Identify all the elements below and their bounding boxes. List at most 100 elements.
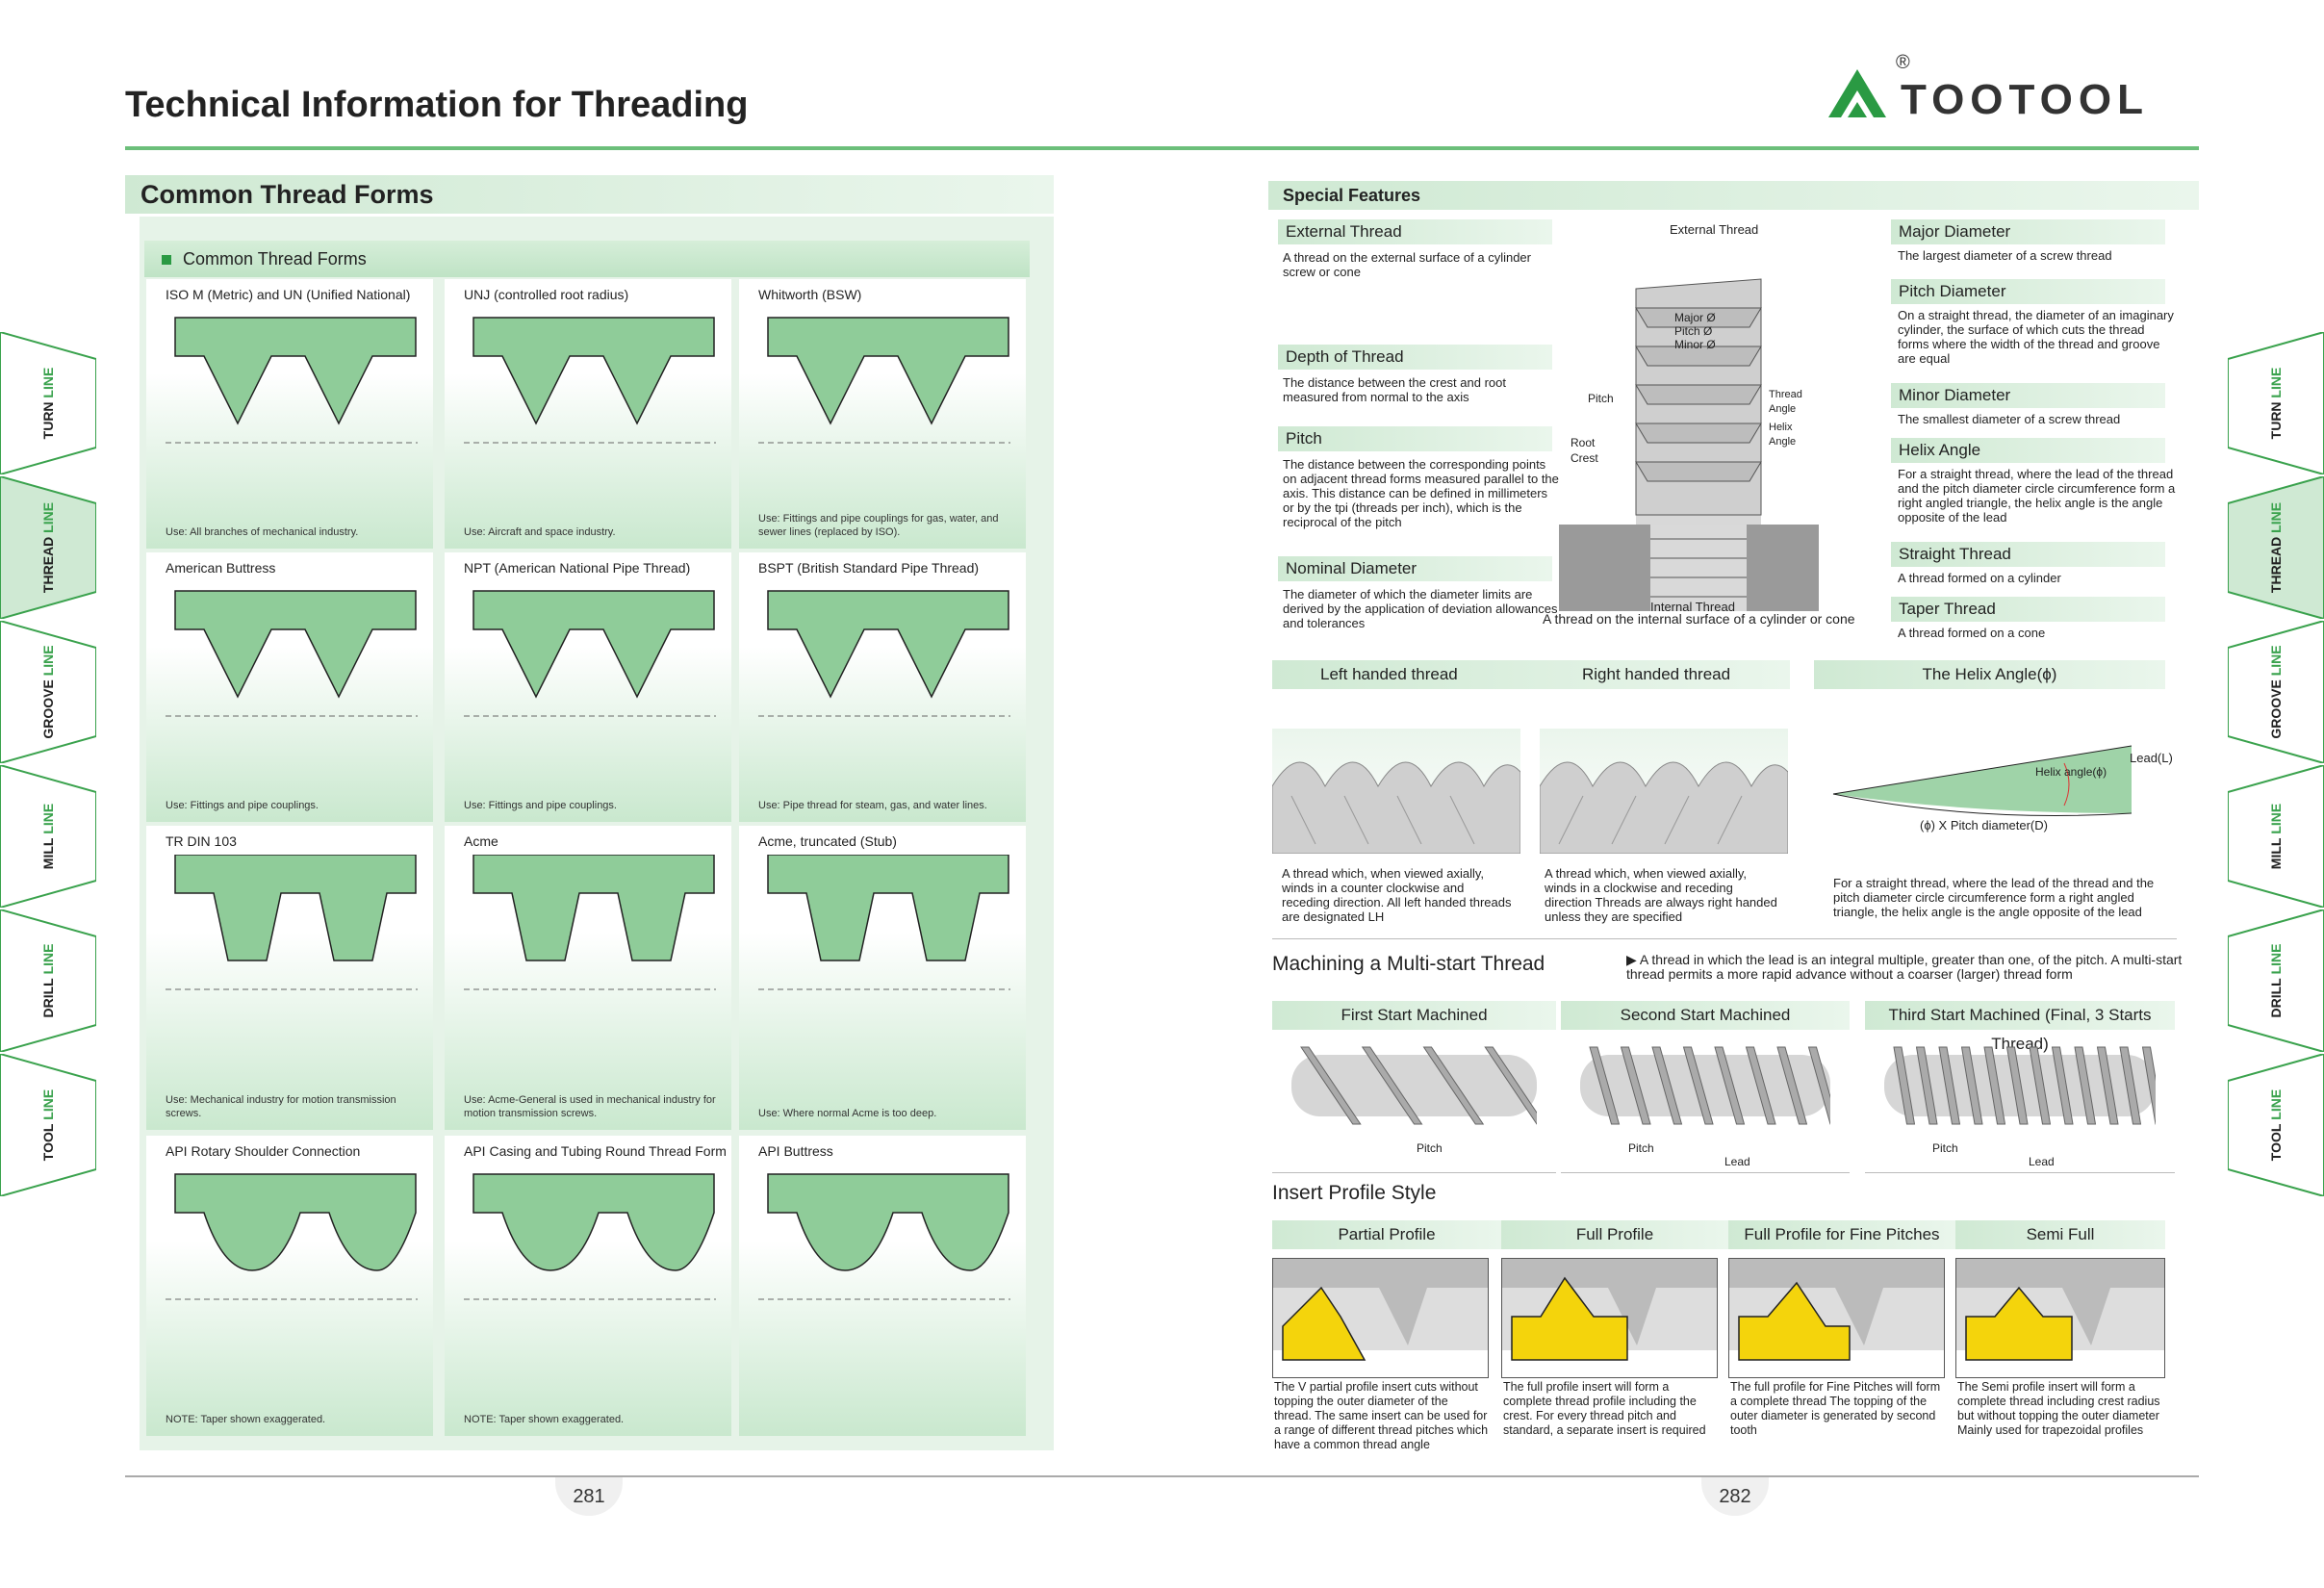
side-tab-label: TURN LINE [40,367,56,440]
definition-heading: Minor Diameter [1891,383,2165,408]
footer-rule [125,1475,2199,1477]
page-number-right: 282 [1701,1477,1769,1516]
multi-start-thread-image [1291,1037,1545,1134]
definition-heading: Taper Thread [1891,597,2165,622]
side-tab-thread[interactable]: THREAD LINE [0,474,97,621]
thread-angle-label: Thread Angle [1769,389,1802,415]
pitch-label: Pitch [1932,1141,1958,1155]
thread-profile-diagram [166,855,418,990]
thread-profile-diagram [758,855,1010,990]
definition-text: A thread formed on a cone [1898,626,2046,640]
insert-profile-image [1272,1258,1489,1378]
side-tab-drill[interactable]: DRILL LINE [2227,908,2324,1054]
side-tab-label: THREAD LINE [2268,501,2284,594]
multi-start-thread-image [1580,1037,1839,1134]
side-tab-label: DRILL LINE [2268,943,2284,1018]
side-tab-turn[interactable]: TURN LINE [0,330,97,476]
helix-angle-label: Helix Angle [1769,422,1797,448]
thread-form-title: API Rotary Shoulder Connection [166,1143,361,1159]
internal-thread-label: Internal Thread [1650,600,1735,614]
thread-form-cell: UNJ (controlled root radius) Use: Aircraf… [445,279,731,549]
major-dia-label: Major Ø [1674,311,1716,324]
helix-base-label: (ϕ) X Pitch diameter(D) [1920,818,2048,832]
insert-profile-title: Insert Profile Style [1272,1182,1437,1204]
thread-profile-diagram [464,1173,716,1300]
insert-profile-image [1501,1258,1718,1378]
thread-form-use: Use: Pipe thread for steam, gas, and wat… [758,800,987,811]
thread-profile-diagram [758,590,1010,717]
right-hand-desc: A thread which, when viewed axially, win… [1545,866,1777,924]
side-tab-turn[interactable]: TURN LINE [2227,330,2324,476]
thread-form-use: Use: Acme-General is used in mechanical … [464,1094,716,1119]
root-label: Root [1571,436,1596,449]
helix-desc: For a straight thread, where the lead of… [1833,876,2155,919]
multi-start-thread-image [1884,1037,2164,1134]
definition-text: The largest diameter of a screw thread [1898,248,2112,263]
thread-form-use: NOTE: Taper shown exaggerated. [166,1414,326,1425]
internal-thread-desc: A thread on the internal surface of a cy… [1543,611,1855,627]
side-tab-label: MILL LINE [2268,803,2284,870]
definition-heading: Major Diameter [1891,219,2165,244]
definition-text: On a straight thread, the diameter of an… [1898,308,2174,366]
crest-label: Crest [1571,451,1598,465]
side-tab-drill[interactable]: DRILL LINE [0,908,97,1054]
definition-text: The distance between the corresponding p… [1283,457,1559,529]
side-tab-tool[interactable]: TOOL LINE [2227,1052,2324,1198]
thread-form-title: Acme [464,833,498,849]
side-tab-groove[interactable]: GROOVE LINE [2227,619,2324,765]
thread-profile-diagram [464,855,716,990]
side-tab-label: DRILL LINE [40,943,56,1018]
thread-form-title: API Buttress [758,1143,833,1159]
registered-mark: ® [1896,52,1910,73]
thread-form-cell: NPT (American National Pipe Thread)Use: … [445,552,731,822]
side-tab-label: TURN LINE [2268,367,2284,440]
thread-form-title: BSPT (British Standard Pipe Thread) [758,560,980,576]
definition-text: The distance between the crest and root … [1283,375,1506,404]
thread-form-use: Use: Aircraft and space industry. [464,526,616,538]
minor-dia-label: Minor Ø [1674,338,1716,351]
side-tab-groove[interactable]: GROOVE LINE [0,619,97,765]
insert-profile-heading: Semi Full [1955,1220,2165,1249]
thread-profile-diagram [166,317,418,444]
thread-form-title: ISO M (Metric) and UN (Unified National) [166,287,411,302]
definition-text: A thread on the external surface of a cy… [1283,250,1531,279]
header-rule [125,146,2199,150]
thread-profile-diagram [464,590,716,717]
thread-form-cell: ISO M (Metric) and UN (Unified National)… [146,279,433,549]
thread-form-use: Use: Mechanical industry for motion tran… [166,1094,396,1119]
pitch-dia-label: Pitch Ø [1674,324,1713,338]
multi-start-desc: ▶ A thread in which the lead is an integ… [1626,952,2183,982]
brand-logo: TOOTOOL ® [1814,52,2199,137]
side-tab-tool[interactable]: TOOL LINE [0,1052,97,1198]
side-tab-mill[interactable]: MILL LINE [2227,763,2324,909]
insert-profile-desc: The Semi profile insert will form a comp… [1957,1380,2160,1437]
page-number-left: 281 [555,1477,623,1516]
step-underline [1865,1172,2175,1173]
thread-form-use: Use: Fittings and pipe couplings. [166,800,319,811]
thread-form-cell: Acme, truncated (Stub)Use: Where normal … [739,826,1026,1130]
definition-heading: Nominal Diameter [1278,556,1552,581]
right-hand-thread-image [1539,729,1789,855]
helix-angle-diagram: Lead(L) Helix angle(ϕ) (ϕ) X Pitch diame… [1824,727,2173,852]
thread-form-use: Use: All branches of mechanical industry… [166,526,359,538]
definition-heading: Helix Angle [1891,438,2165,463]
panel-heading: Common Thread Forms [144,241,1030,277]
side-tab-mill[interactable]: MILL LINE [0,763,97,909]
hand-heading: Left handed thread Right handed thread [1272,660,1790,689]
definition-heading: External Thread [1278,219,1552,244]
svg-text:TOOTOOL: TOOTOOL [1901,76,2149,123]
insert-profile-image [1728,1258,1945,1378]
definition-heading: Straight Thread [1891,542,2165,567]
thread-form-title: UNJ (controlled root radius) [464,287,629,302]
thread-form-use: Use: Fittings and pipe couplings for gas… [758,513,999,538]
side-tab-thread[interactable]: THREAD LINE [2227,474,2324,621]
thread-form-title: American Buttress [166,560,276,576]
step-underline [1272,1172,1556,1173]
step-underline [1561,1172,1850,1173]
multi-start-step-heading: Second Start Machined [1561,1001,1850,1030]
thread-form-cell: API Buttress [739,1136,1026,1436]
divider [1272,938,2177,939]
